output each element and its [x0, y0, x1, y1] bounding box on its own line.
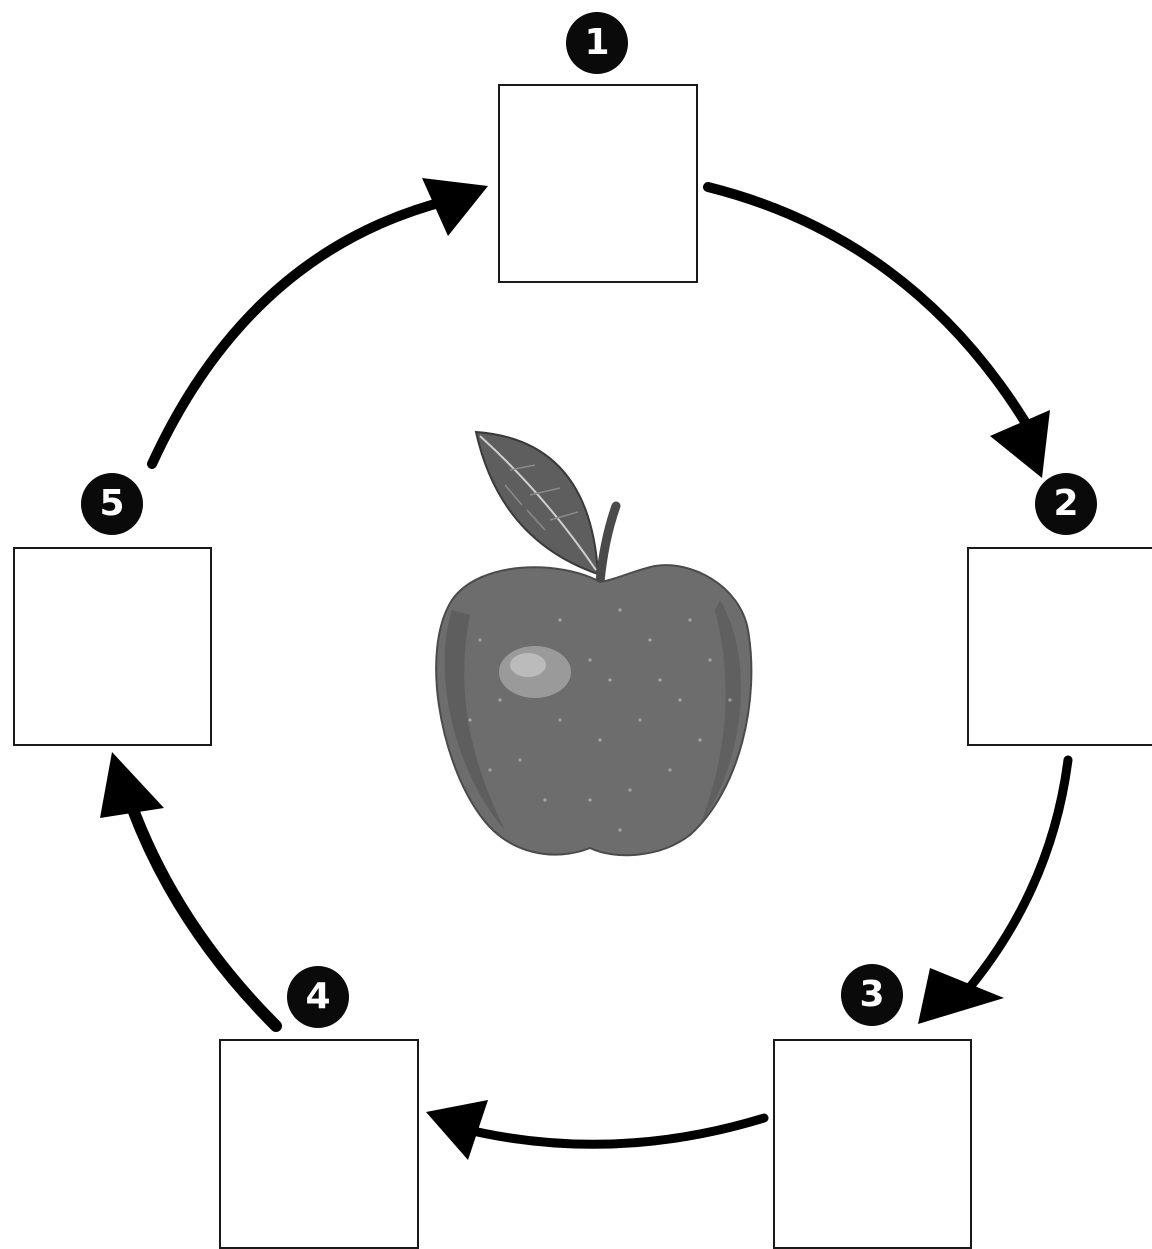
arrow-2-to-3 [918, 760, 1068, 1024]
step-2-badge: 2 [1035, 473, 1097, 535]
arrow-4-to-5 [100, 752, 276, 1026]
arrow-3-to-4 [426, 1100, 764, 1160]
step-4-box[interactable] [219, 1039, 419, 1249]
step-5-box[interactable] [13, 547, 212, 746]
apple-image [436, 432, 751, 855]
step-2-box[interactable] [967, 547, 1152, 746]
step-3-box[interactable] [773, 1039, 972, 1249]
step-1-box[interactable] [498, 84, 698, 283]
arrow-1-to-2 [708, 187, 1050, 478]
step-5-badge: 5 [81, 473, 143, 535]
step-3-badge: 3 [841, 964, 903, 1026]
step-1-badge: 1 [566, 12, 628, 74]
step-4-badge: 4 [287, 966, 349, 1028]
arrow-5-to-1 [152, 178, 488, 464]
